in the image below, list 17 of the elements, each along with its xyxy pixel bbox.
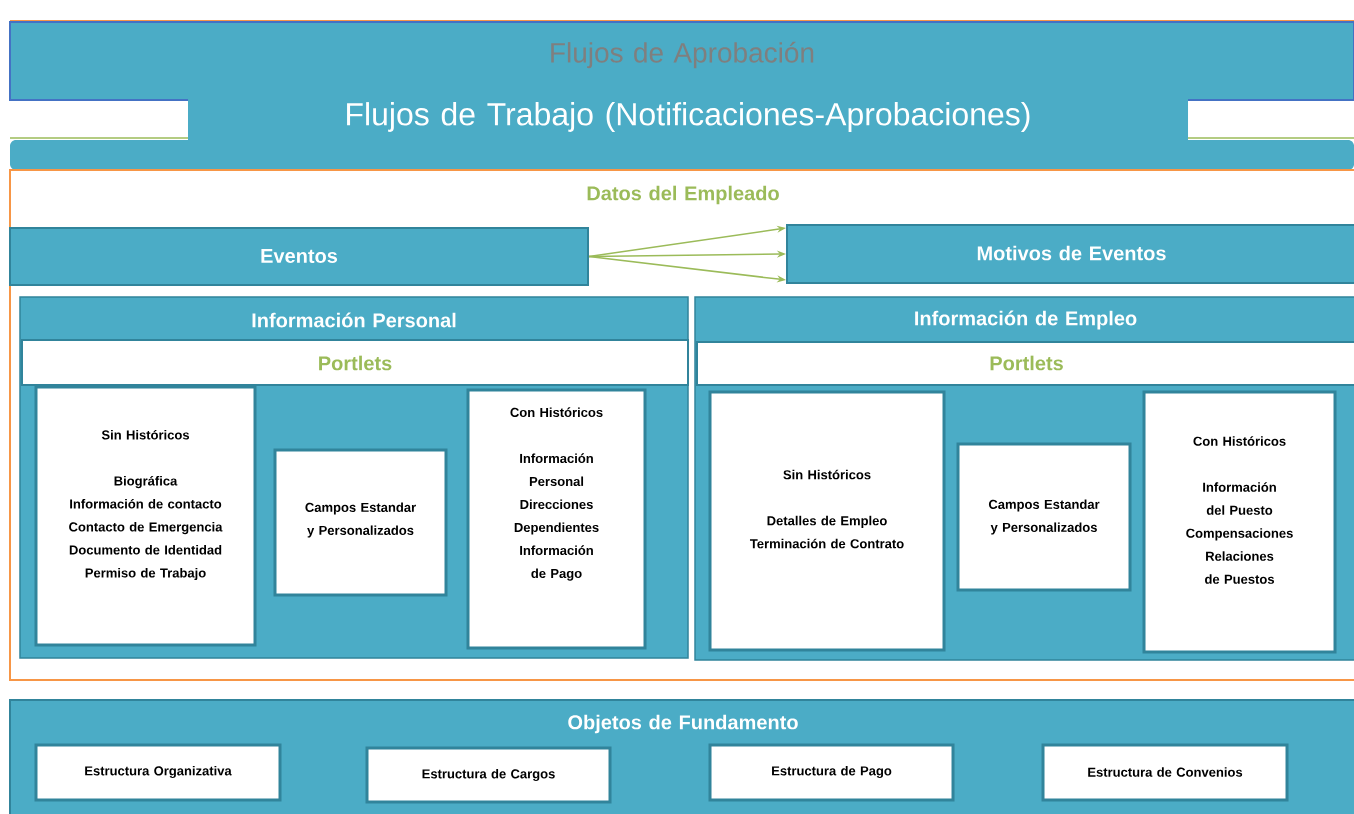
- content-box: Estructura Organizativa: [34, 743, 282, 802]
- content-box: Campos Estandar y Personalizados: [956, 442, 1132, 592]
- section-band: Flujos de Trabajo (Notificaciones-Aprobaciones): [10, 97, 1354, 170]
- node-label: Flujos de Aprobación: [551, 41, 814, 69]
- content-box: Campos Estandar y Personalizados: [273, 448, 448, 597]
- content-box: Estructura de Pago: [708, 743, 955, 802]
- event-box: Eventos: [9, 227, 589, 286]
- node-label: Flujos de Trabajo (Notificaciones-Aprobaciones): [347, 102, 1030, 132]
- content-box: Con Históricos Información Personal Direcciones Dependientes Información de Pago: [466, 388, 647, 650]
- content-box: Sin Históricos Detalles de Empleo Terminación de Contrato: [708, 390, 946, 652]
- event-box: Motivos de Eventos: [786, 224, 1354, 284]
- content-box: Estructura de Convenios: [1041, 743, 1289, 802]
- content-box: Estructura de Cargos: [365, 746, 612, 804]
- content-box: Con Históricos Información del Puesto Compensaciones Relaciones de Puestos: [1142, 390, 1337, 654]
- content-box: Sin Históricos Biográfica Información de contacto Contacto de Emergencia Documento de Identidad Permiso de Trabajo: [34, 385, 257, 647]
- header-box: Portlets: [696, 341, 1354, 386]
- header-box: Portlets: [21, 339, 689, 386]
